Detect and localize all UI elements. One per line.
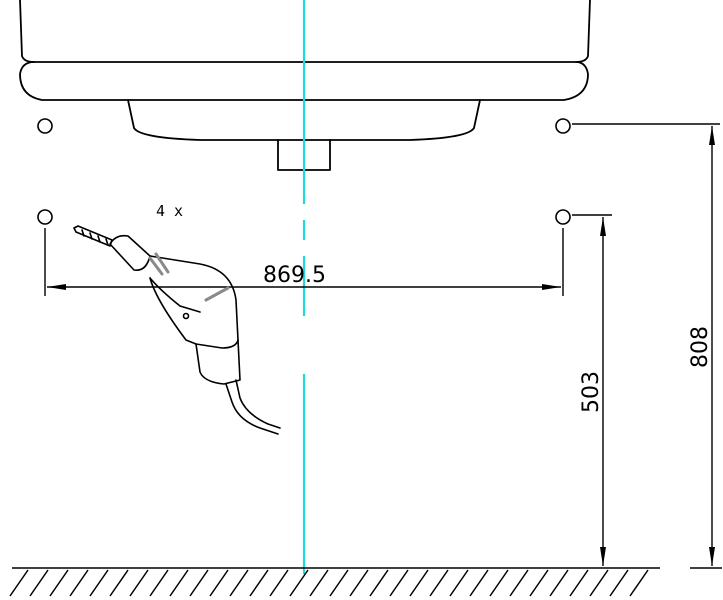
upper-left-hole [37, 118, 53, 134]
drill-cord [225, 383, 279, 435]
drill-icon [73, 225, 281, 435]
lower-right-hole [555, 209, 571, 225]
drill-count-label: 4 x [156, 202, 183, 220]
floor [9, 567, 660, 597]
fixing-holes [37, 118, 571, 225]
drill-button [182, 312, 190, 320]
lower-left-hole [37, 209, 53, 225]
lower-hole-height-label: 503 [579, 371, 604, 413]
upper-hole-height-dimension [572, 123, 722, 569]
hole-spacing-label: 869.5 [263, 263, 326, 288]
drill-accent [148, 252, 230, 302]
drill-chuck [109, 234, 151, 272]
drill-body [149, 255, 239, 349]
drill-bit [73, 225, 113, 247]
drill-handle [195, 339, 241, 385]
upper-hole-height-label: 808 [688, 326, 713, 368]
upper-right-hole [555, 118, 571, 134]
lower-hole-height-dimension [572, 214, 612, 566]
hole-spacing-dimension [44, 228, 564, 296]
